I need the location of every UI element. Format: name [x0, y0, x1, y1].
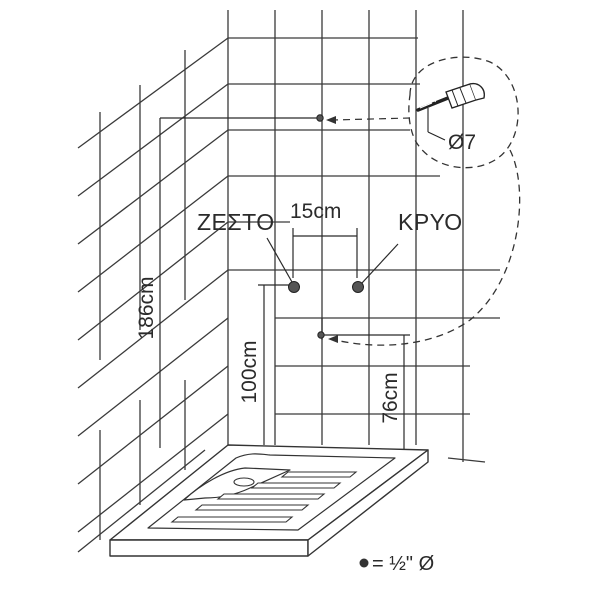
drain-height-dimension: 76cm: [379, 372, 402, 423]
fixing-point: [316, 114, 324, 122]
hot-water-label: ΖΕΣΤΟ: [197, 209, 275, 235]
hot-water-pipe: [288, 281, 300, 293]
legend-text: = ½" Ø: [372, 553, 434, 575]
hot-label-leader: [266, 237, 293, 283]
total-height-dimension: 186cm: [135, 276, 158, 339]
drain-hole: [233, 477, 255, 487]
side-wall-tile-grid: [77, 37, 229, 553]
cold-water-label: ΚΡΥΟ: [398, 209, 463, 235]
cold-label-leader: [361, 243, 399, 284]
legend: = ½" Ø: [359, 553, 434, 575]
spacing-dimension: 15cm: [290, 200, 341, 223]
back-wall-tile-grid: [227, 10, 500, 463]
drain-point: [317, 331, 325, 339]
legend-dot-icon: [359, 558, 369, 568]
tap-height-dimension: 100cm: [238, 340, 261, 403]
drill-diameter-label: Ø7: [448, 131, 476, 154]
dimension-lines: [159, 117, 410, 462]
drill-icon: [416, 82, 485, 112]
drill-callout: Ø7: [326, 56, 521, 346]
cold-water-pipe: [352, 281, 364, 293]
shower-tray: [109, 444, 429, 557]
